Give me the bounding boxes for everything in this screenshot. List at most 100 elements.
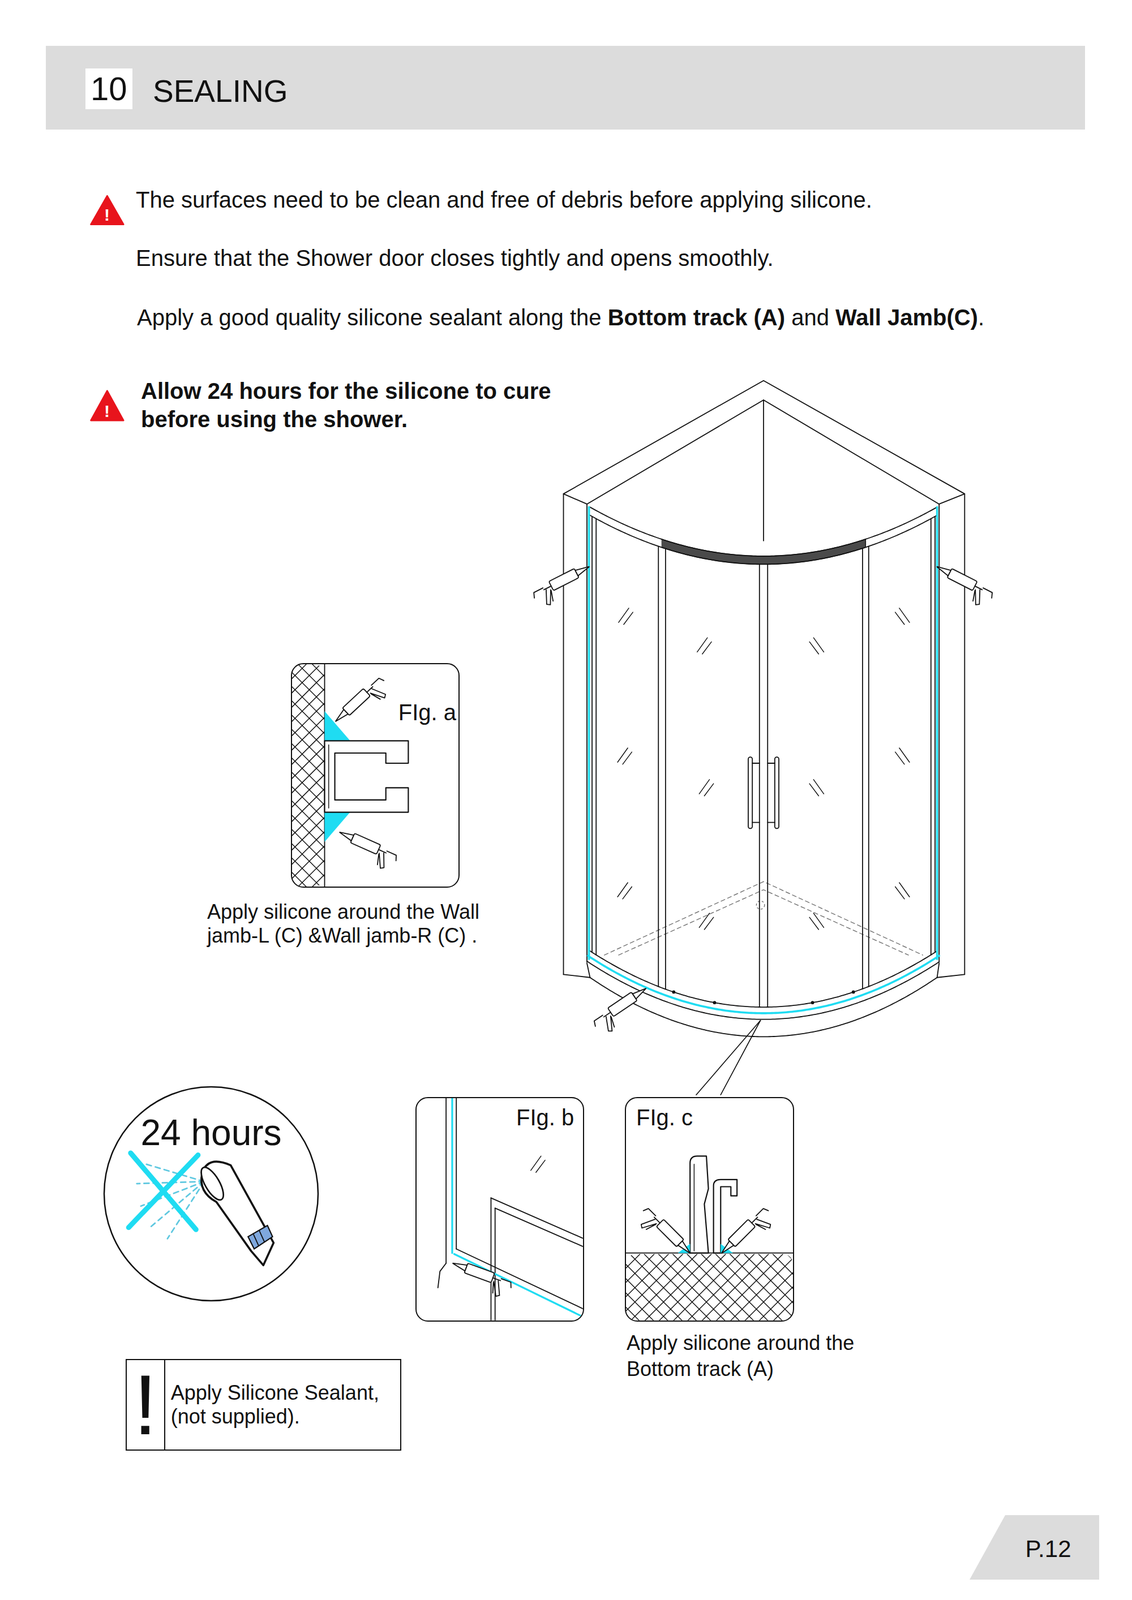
hatch-line — [292, 664, 325, 887]
cure-time-text: 24 hours — [140, 1111, 282, 1156]
instruction-text: and — [791, 303, 830, 332]
fig-b-detail — [438, 1098, 583, 1322]
part-name: Wall Jamb(C) — [835, 303, 979, 332]
roller — [671, 991, 676, 995]
note-box: !Apply Silicone Sealant,(not supplied). — [125, 1359, 402, 1452]
step-number-box: 10 — [85, 68, 133, 110]
hatch-line — [292, 664, 325, 887]
leader-line — [720, 1021, 761, 1096]
instruction-text: . — [978, 303, 985, 332]
hatch-line — [292, 664, 325, 887]
figure-label: FIg. a — [398, 699, 457, 727]
top-rail — [589, 515, 937, 565]
roller — [713, 1001, 717, 1005]
hatch-line — [292, 664, 325, 887]
hatch-line — [658, 1254, 726, 1322]
section-title: SEALING — [152, 72, 288, 110]
handle-standoff — [767, 822, 775, 824]
hatch-line — [644, 1254, 712, 1322]
caulking-gun — [447, 1258, 514, 1301]
note-text: Apply Silicone Sealant,(not supplied). — [165, 1379, 401, 1432]
instruction-text: The surfaces need to be clean and free o… — [135, 186, 873, 214]
hatch-line — [672, 1254, 741, 1322]
step-number: 10 — [90, 69, 128, 109]
section-header-band: 10 SEALING — [45, 45, 1086, 130]
fig-c-detail — [625, 1156, 794, 1321]
caulking-gun — [332, 674, 394, 734]
bottom-track-silicone — [454, 1254, 583, 1319]
door-frame-line — [495, 1208, 583, 1248]
page-illustrations — [69, 195, 996, 1322]
glass-reflection — [622, 886, 632, 900]
door-frame-line — [494, 1208, 496, 1321]
floor-line — [625, 1253, 794, 1255]
hatch-line — [298, 664, 325, 887]
bottom-track — [456, 1249, 583, 1310]
hatch-line — [292, 664, 325, 887]
tray-bottom-edge — [589, 978, 937, 1038]
hatch-line — [772, 1254, 793, 1322]
figure-frame: FIg. b — [415, 1097, 585, 1323]
wall-top — [938, 494, 965, 505]
part-name: Bottom track (A) — [607, 303, 786, 332]
hatch-line — [629, 1254, 698, 1322]
bottom-track-profile — [689, 1156, 709, 1254]
profile-inner-line — [328, 745, 329, 809]
glass-reflection — [704, 917, 714, 930]
hatch-line — [292, 664, 325, 887]
wall-jamb-silicone — [936, 507, 939, 960]
door-frame-line — [934, 516, 936, 953]
warning-mark: ! — [104, 401, 110, 422]
wall-corner — [762, 400, 765, 542]
glass-reflection — [623, 612, 633, 625]
hatch-line — [292, 664, 307, 887]
top-rail-band — [661, 539, 866, 565]
door-frame-line — [862, 548, 864, 990]
hatch-line — [672, 1254, 741, 1322]
hatch-line — [687, 1254, 755, 1322]
door-frame-line — [868, 546, 870, 988]
hatch-line — [758, 1254, 793, 1322]
figure-caption: Apply silicone around the Wall jamb-L (C… — [207, 900, 516, 949]
glass-reflection — [809, 641, 819, 655]
figure-caption: Apply silicone around the Bottom track (… — [626, 1330, 893, 1383]
tile-hatch — [625, 1254, 794, 1322]
cure-time-circle: 24 hours — [103, 1086, 320, 1303]
figure-label: FIg. b — [516, 1104, 574, 1132]
wall-top — [563, 494, 587, 505]
wall-jamb-silicone — [451, 1098, 453, 1254]
page-number-tab: P.12 — [969, 1515, 1100, 1581]
tray-edge — [586, 963, 590, 979]
hatch-line — [292, 664, 325, 887]
circle-border — [104, 1087, 319, 1302]
door-frame-line — [591, 516, 593, 953]
hatch-line — [292, 664, 325, 887]
door-frame-line — [455, 1098, 457, 1250]
hatch-line — [292, 664, 325, 887]
hatch-line — [786, 1254, 793, 1322]
hatch-line — [292, 664, 325, 887]
hatch-line — [292, 664, 325, 887]
hatch-line — [292, 664, 325, 887]
door-frame-line — [665, 549, 667, 990]
shower-tray-edge — [618, 890, 909, 956]
hatch-line — [625, 1254, 670, 1322]
tray-edge — [937, 963, 940, 979]
warning-text: Allow 24 hours for the silicone to cure … — [140, 376, 606, 434]
glass-reflection — [622, 752, 632, 765]
hatch-line — [292, 664, 307, 887]
hatch-line — [292, 664, 325, 887]
page-number: P.12 — [1025, 1535, 1072, 1564]
prohibition-cross — [128, 1155, 199, 1229]
note-exclamation: ! — [126, 1360, 166, 1451]
door-frame-line — [759, 564, 761, 1008]
caulking-gun — [530, 562, 598, 611]
no-shower-24h-picture — [128, 1153, 274, 1266]
figure-frame: FIg. a — [290, 663, 460, 889]
door-frame-line — [766, 564, 769, 1008]
leader-line — [696, 1021, 761, 1096]
roller — [851, 991, 856, 995]
door-frame-line — [490, 1198, 583, 1239]
caulking-gun — [633, 1205, 694, 1266]
